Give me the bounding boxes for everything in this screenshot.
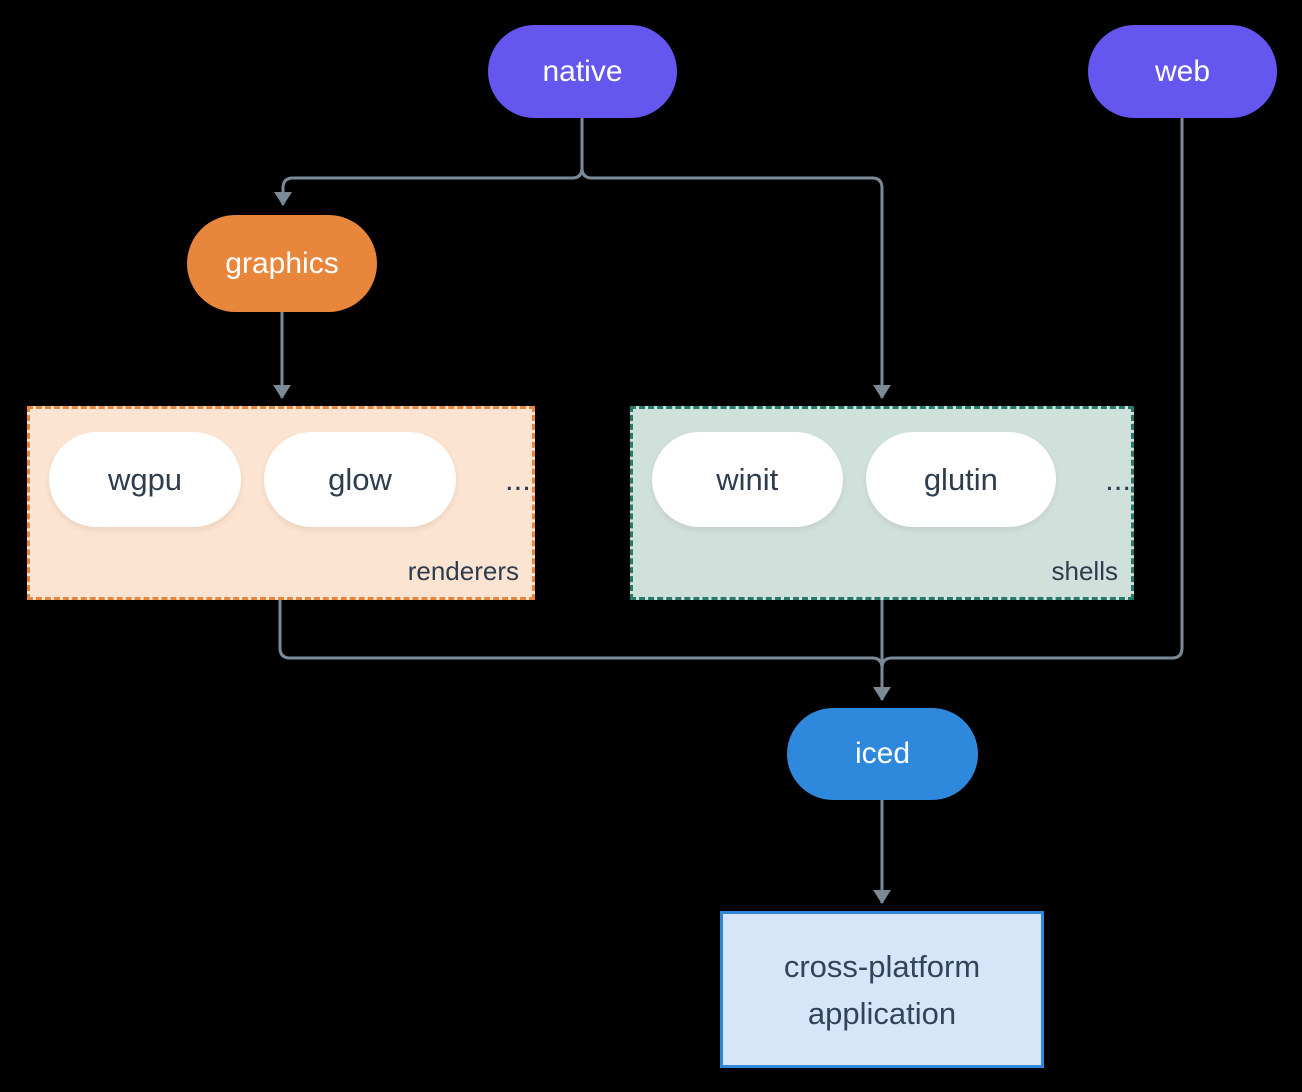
node-glow: glow — [264, 432, 456, 527]
renderers-group-label: renderers — [407, 556, 519, 586]
connector-native-to-shells — [580, 167, 891, 399]
shells-ellipsis: ... — [1105, 461, 1131, 497]
node-glutin: glutin — [865, 432, 1057, 527]
node-graphics-label: graphics — [225, 246, 339, 280]
node-iced: iced — [787, 708, 978, 800]
node-web: web — [1088, 25, 1277, 118]
group-shells: winit glutin ... shells — [630, 406, 1134, 600]
renderers-pill-row: wgpu glow ... — [30, 409, 532, 527]
node-glow-label: glow — [328, 461, 392, 497]
application-label-line1: cross-platform — [783, 948, 981, 984]
node-web-label: web — [1154, 54, 1211, 88]
node-cross-platform-application: cross-platform application — [720, 911, 1044, 1068]
connector-native-to-graphics — [274, 118, 584, 206]
shells-pill-row: winit glutin ... — [633, 409, 1131, 527]
node-glutin-label: glutin — [923, 461, 998, 497]
application-label-line2: application — [807, 995, 957, 1031]
shells-group-label: shells — [1051, 556, 1118, 586]
node-wgpu-label: wgpu — [107, 461, 183, 497]
group-renderers: wgpu glow ... renderers — [27, 406, 535, 600]
node-winit: winit — [652, 432, 843, 527]
node-native-label: native — [542, 54, 623, 88]
node-iced-label: iced — [854, 737, 911, 770]
node-wgpu: wgpu — [49, 432, 241, 527]
node-graphics: graphics — [187, 215, 377, 312]
connector-renderers-to-merge — [278, 600, 884, 669]
renderers-ellipsis: ... — [505, 461, 531, 497]
node-native: native — [488, 25, 677, 118]
node-winit-label: winit — [716, 461, 779, 497]
